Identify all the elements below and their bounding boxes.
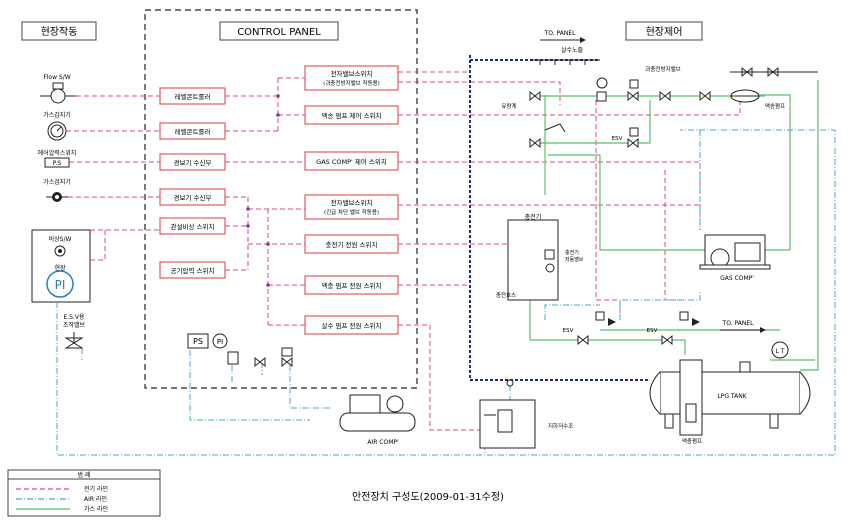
header-left: 현장작동 — [41, 26, 78, 38]
lpg-tank — [649, 359, 811, 436]
gas-detector-icon — [46, 192, 68, 202]
panel-left-box-label: 경보기 수신부 — [174, 193, 212, 202]
charge-hose-label: 충전호스 — [496, 291, 516, 299]
flow-meter-label: 유량계 — [501, 102, 516, 110]
pi-label: PI — [55, 278, 66, 292]
legend-item-label: 전기 라인 — [84, 485, 108, 493]
pi-gauge-icon — [46, 270, 74, 298]
legend-title: 범 례 — [78, 471, 91, 479]
header-left-box — [21, 21, 97, 41]
valve-row-top — [529, 77, 711, 102]
panel-right-box-line1: 전자밸브스위치 — [331, 198, 373, 207]
liquid-pump-label: 액충펌프 — [682, 437, 702, 445]
emergency-sw-label: 비상S/W — [49, 235, 72, 243]
valve-row-second — [529, 123, 639, 149]
panel-right-box-line1: 액충 펌프 전원 스위치 — [321, 281, 381, 290]
panel-right-box-line2: (긴급 차단 밸브 작동용) — [324, 208, 379, 216]
air-pressure-sw-label: 에어압력스위치 — [38, 149, 77, 157]
charger-label: 충전기 — [525, 213, 542, 221]
panel-left-box-label: 레벨콘트롤러 — [175, 92, 211, 101]
gas-comp-icon — [699, 234, 771, 270]
panel-left-box-label: 경보기 수신부 — [174, 158, 212, 167]
pi-bottom-label: PI — [217, 338, 223, 346]
pressure-gauge-icon — [47, 121, 67, 141]
control-panel-boundary — [144, 9, 418, 389]
panel-left-box-label: 레벨콘트롤러 — [175, 127, 211, 136]
flow-switch-icon — [40, 82, 76, 104]
charger-box — [507, 219, 559, 301]
gas-detector-label: 가스검지기 — [43, 178, 71, 186]
charger-valve-label1: 충전기 — [565, 249, 579, 256]
panel-right-box-line2: (과충전방지밸브 작동용) — [323, 79, 380, 87]
header-right-box — [625, 21, 703, 41]
spray-nozzle-icon — [530, 59, 600, 65]
lpg-tank-label: LPG TANK — [717, 393, 747, 400]
esv-label-1: ESV — [612, 136, 623, 142]
panel-left-box-label: 공기압력 스위치 — [171, 266, 215, 275]
esv-label-3: ESV — [647, 328, 658, 334]
panel-right-box-line1: 액송 펌프 제어 스위치 — [321, 111, 381, 120]
air-valves-bottom — [227, 347, 293, 368]
ps-box-bottom — [187, 333, 209, 349]
header-center: CONTROL PANEL — [237, 27, 321, 38]
esv-manual-line2: 조작밸브 — [63, 321, 86, 329]
air-comp-icon — [339, 394, 416, 432]
air-comp-label: AIR COMP' — [367, 439, 399, 446]
gauge-field-label: 현장 — [54, 264, 66, 272]
water-tank-label: 지하저수조 — [548, 422, 573, 430]
overfill-valve-label: 과충전방지밸브 — [645, 65, 680, 73]
to-panel-top: TO. PANEL — [544, 30, 577, 37]
transfer-pump-icon — [730, 89, 760, 103]
esv-label-2: ESV — [563, 328, 574, 334]
charger-valve-label2: 자동밸브 — [565, 256, 584, 263]
lt-label: L T — [776, 348, 785, 355]
panel-right-box-line1: GAS COMP' 제어 스위치 — [316, 157, 387, 166]
panel-left-box-label: 관설비상 스위치 — [171, 222, 215, 231]
ps-label: P.S — [53, 160, 62, 167]
esv-manual-valve-icon — [64, 332, 84, 349]
panel-right-box-line1: 충전기 전원 스위치 — [326, 240, 378, 249]
legend-box — [7, 469, 161, 517]
panel-right-box — [304, 151, 399, 171]
header-center-box — [219, 21, 339, 41]
valve-row-top-right — [730, 66, 818, 78]
pi-bottom-icon — [212, 333, 228, 349]
water-tank — [479, 379, 536, 449]
caption: 안전장치 구성도(2009-01-31수정) — [352, 491, 504, 503]
panel-right-box — [304, 65, 399, 91]
legend-item-label: 가스 라인 — [84, 505, 108, 513]
legend-item-label: AIR 라인 — [84, 495, 107, 503]
panel-right-box — [304, 194, 399, 220]
gas-detector-recv-label: 가스감지기 — [43, 111, 71, 119]
ps-bottom-label: PS — [193, 337, 203, 346]
flow-sw-label: Flow S/W — [43, 74, 70, 81]
charger-meter-icon — [545, 263, 555, 273]
valve-row-lower — [577, 311, 700, 346]
to-panel-mid: TO. PANEL — [722, 320, 755, 327]
header-right: 현장제어 — [646, 26, 683, 38]
gas-comp-label: GAS COMP' — [720, 275, 754, 282]
spray-nozzle-label: 살수노즐 — [561, 46, 584, 54]
panel-right-box-line1: 살수 펌프 전원 스위치 — [321, 321, 381, 330]
lt-icon — [771, 341, 789, 359]
esv-manual-line1: E.S.V용 — [63, 314, 85, 321]
transfer-pump-label: 액송펌프 — [765, 102, 785, 110]
panel-right-box-line1: 전자밸브스위치 — [331, 69, 373, 78]
